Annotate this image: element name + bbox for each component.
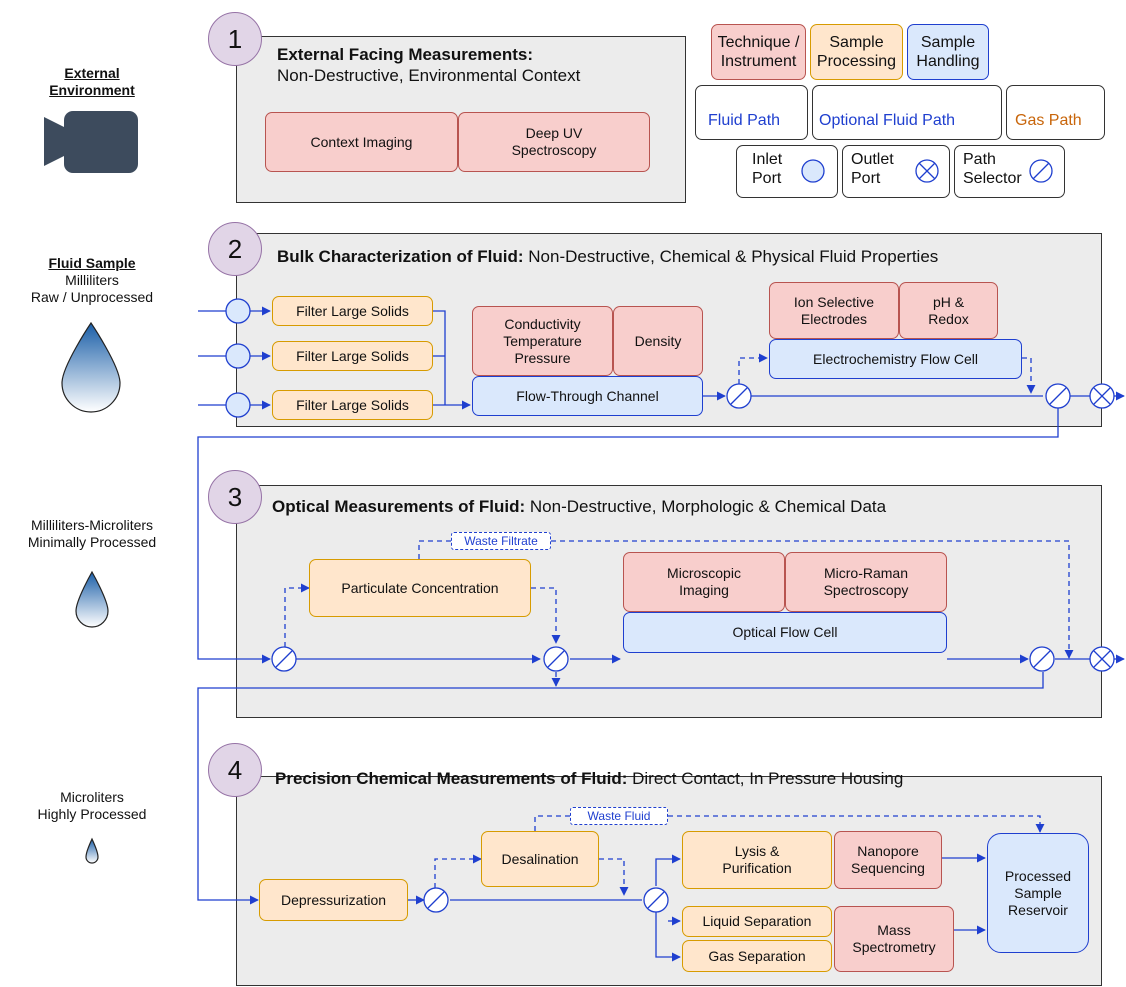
step-badge-1: 1: [208, 12, 262, 66]
legend-gas-path: [1006, 85, 1105, 140]
panel4-title: Precision Chemical Measurements of Fluid…: [275, 769, 904, 788]
density: Density: [613, 306, 703, 376]
filter-large-solids-2: Filter Large Solids: [272, 341, 433, 371]
micro-raman-spectroscopy: Micro-Raman Spectroscopy: [785, 552, 947, 612]
depressurization: Depressurization: [259, 879, 408, 921]
microscopic-imaging: Microscopic Imaging: [623, 552, 785, 612]
step-badge-4: 4: [208, 743, 262, 797]
legend-optional-fluid-path-label: Optional Fluid Path: [819, 112, 956, 129]
ion-selective-electrodes: Ion Selective Electrodes: [769, 282, 899, 339]
panel3-title: Optical Measurements of Fluid: Non-Destr…: [272, 497, 887, 516]
conductivity-temperature-pressure: Conductivity Temperature Pressure: [472, 306, 613, 376]
gas-separation: Gas Separation: [682, 940, 832, 972]
legend-inlet-port-label: Inlet Port: [752, 151, 783, 187]
liquid-separation: Liquid Separation: [682, 906, 832, 937]
particulate-concentration: Particulate Concentration: [309, 559, 531, 617]
waste-fluid-label: Waste Fluid: [570, 807, 668, 825]
legend-inlet-port: [736, 145, 838, 198]
panel1-title: External Facing Measurements:Non-Destruc…: [277, 45, 581, 85]
flow-through-channel: Flow-Through Channel: [472, 376, 703, 416]
legend-outlet-port-label: Outlet Port: [851, 151, 894, 187]
desalination: Desalination: [481, 831, 599, 887]
step-badge-3: 3: [208, 470, 262, 524]
external-environment-label: External Environment: [49, 65, 135, 98]
legend-technique: Technique / Instrument: [711, 24, 806, 80]
mass-spectrometry: Mass Spectrometry: [834, 906, 954, 972]
filter-large-solids-1: Filter Large Solids: [272, 296, 433, 326]
microliters-label: Microliters Highly Processed: [37, 789, 147, 822]
panel2-title: Bulk Characterization of Fluid: Non-Dest…: [277, 247, 939, 266]
deep-uv-spectroscopy: Deep UV Spectroscopy: [458, 112, 650, 172]
context-imaging: Context Imaging: [265, 112, 458, 172]
filter-large-solids-3: Filter Large Solids: [272, 390, 433, 420]
optical-flow-cell: Optical Flow Cell: [623, 612, 947, 653]
legend-sample-handling: Sample Handling: [907, 24, 989, 80]
legend-path-selector-label: Path Selector: [963, 151, 1022, 187]
legend-fluid-path-label: Fluid Path: [708, 112, 781, 129]
legend-gas-path-label: Gas Path: [1015, 112, 1082, 129]
processed-sample-reservoir: Processed Sample Reservoir: [987, 833, 1089, 953]
lysis-purification: Lysis & Purification: [682, 831, 832, 889]
nanopore-sequencing: Nanopore Sequencing: [834, 831, 942, 889]
step-badge-2: 2: [208, 222, 262, 276]
legend-sample-processing: Sample Processing: [810, 24, 903, 80]
milliliters-microliters-label: Milliliters-Microliters Minimally Proces…: [27, 517, 157, 550]
legend-optional-fluid-path: [812, 85, 1002, 140]
electrochemistry-flow-cell: Electrochemistry Flow Cell: [769, 339, 1022, 379]
legend-fluid-path: [695, 85, 808, 140]
waste-filtrate-label: Waste Filtrate: [451, 532, 551, 550]
legend-path-selector: [954, 145, 1065, 198]
ph-redox: pH & Redox: [899, 282, 998, 339]
legend-outlet-port: [842, 145, 950, 198]
camera-icon: [44, 111, 138, 173]
